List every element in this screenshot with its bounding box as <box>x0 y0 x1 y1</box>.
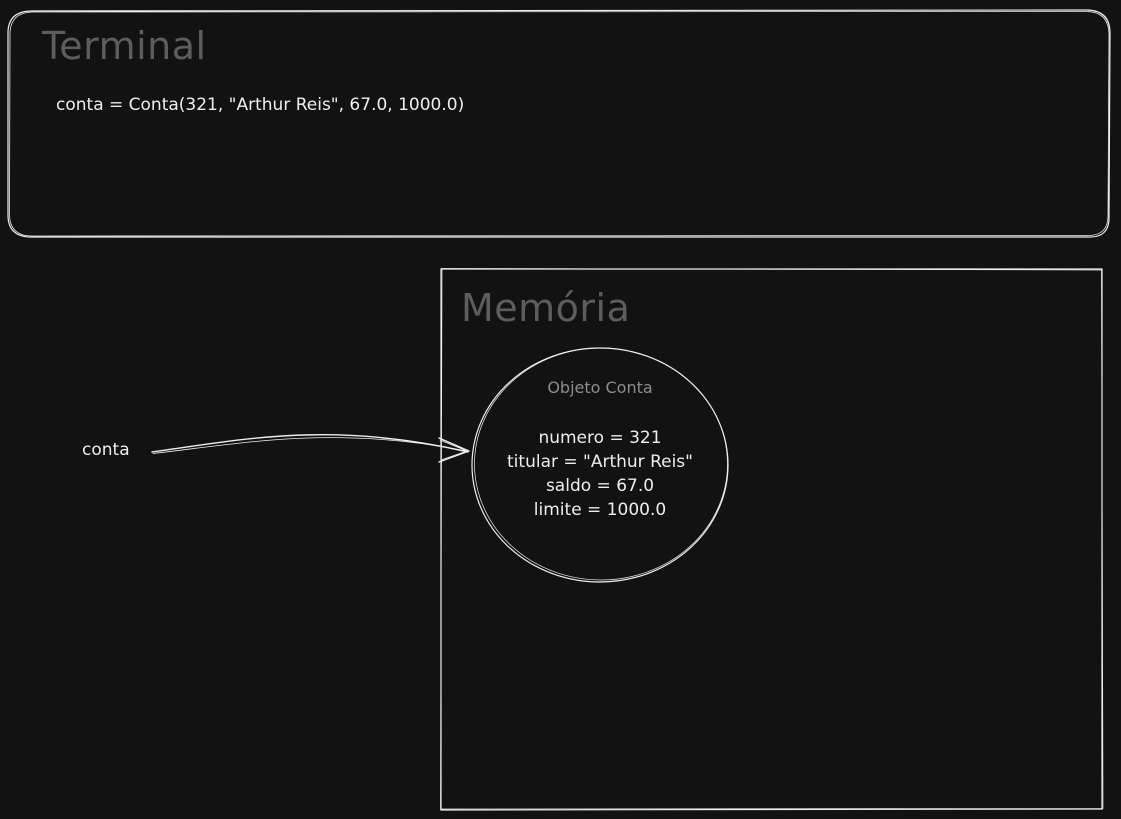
attribute-saldo: saldo = 67.0 <box>545 476 655 496</box>
terminal-command: conta = Conta(321, "Arthur Reis", 67.0, … <box>56 95 465 115</box>
reference-variable-label: conta <box>82 440 130 460</box>
terminal-title: Terminal <box>42 24 207 68</box>
terminal-box <box>7 9 1111 238</box>
attribute-numero: numero = 321 <box>538 428 662 448</box>
object-attributes: numero = 321 titular = "Arthur Reis" sal… <box>470 426 730 522</box>
attribute-titular: titular = "Arthur Reis" <box>507 452 693 472</box>
object-title: Objeto Conta <box>547 378 653 397</box>
memory-box <box>440 268 1104 811</box>
attribute-limite: limite = 1000.0 <box>533 500 667 520</box>
reference-arrow <box>151 434 470 463</box>
object-ellipse <box>471 347 729 583</box>
memory-title: Memória <box>461 286 631 330</box>
